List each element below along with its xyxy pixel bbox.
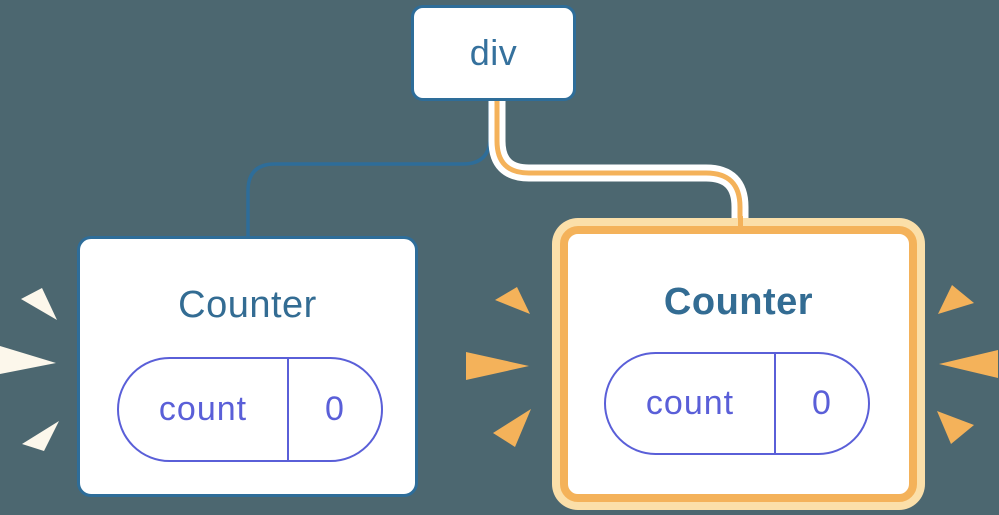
- tree-node-counter-2-highlighted: Counter count 0: [552, 218, 925, 510]
- counter-2-state-value: 0: [812, 384, 832, 422]
- counter-1-title: Counter: [178, 284, 317, 326]
- tree-node-div: div: [411, 5, 576, 101]
- burst-icon-counter-2-left: [466, 287, 531, 447]
- burst-icon-counter-1: [0, 288, 59, 451]
- counter-1-state-key: count: [119, 359, 289, 460]
- edge-div-to-counter-1: [246, 99, 492, 239]
- edge-div-to-counter-2-halo: [488, 99, 749, 221]
- counter-1-state-value: 0: [325, 390, 345, 428]
- counter-2-state-key: count: [606, 354, 776, 453]
- edge-div-to-counter-2: [494, 99, 743, 228]
- edge-counter-2-entry-stub: [737, 216, 743, 228]
- burst-icon-counter-2-right: [937, 285, 998, 444]
- tree-node-counter-1: Counter count 0: [77, 236, 418, 497]
- counter-2-state-pill: count 0: [604, 352, 870, 455]
- counter-2-title: Counter: [663, 281, 814, 323]
- counter-1-state-pill: count 0: [117, 357, 383, 462]
- tree-node-div-label: div: [469, 32, 518, 73]
